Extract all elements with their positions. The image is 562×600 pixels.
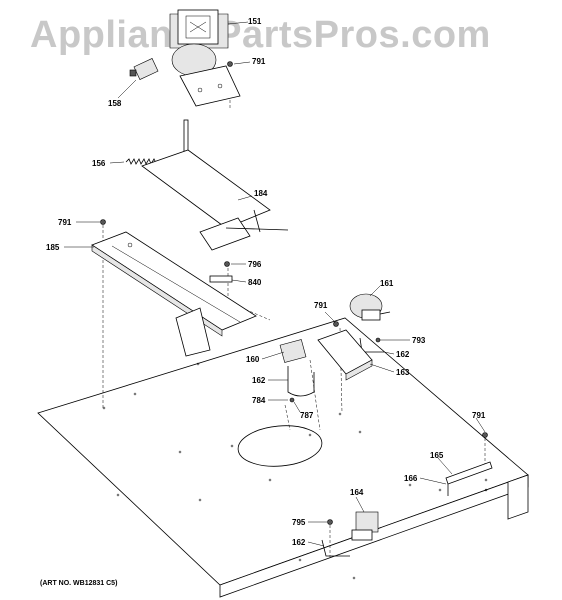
- callout-labels: 151 791 158 156 184 791 185 796 840 791 …: [46, 17, 486, 547]
- part-158: [129, 58, 159, 80]
- motor-part-151: [169, 9, 241, 107]
- watermark-logo: AppliancePartsPros.com: [30, 14, 491, 56]
- leader-lines: [64, 21, 486, 547]
- art-number: (ART NO. WB12831 C5): [40, 580, 118, 587]
- callout-151: 151: [248, 17, 262, 26]
- callout-795: 795: [292, 518, 306, 527]
- callout-162-a: 162: [396, 350, 410, 359]
- callout-165: 165: [430, 451, 444, 460]
- base-plate: [37, 317, 529, 598]
- switch-part-160: [279, 339, 307, 363]
- thermostat-part-161: [349, 293, 391, 321]
- callout-840: 840: [248, 278, 262, 287]
- callout-162-b: 162: [252, 376, 266, 385]
- thermostat-part-164: [351, 511, 379, 541]
- callout-184: 184: [254, 189, 268, 198]
- callout-164: 164: [350, 488, 364, 497]
- callout-160: 160: [246, 355, 260, 364]
- callout-784: 784: [252, 396, 266, 405]
- callout-166: 166: [404, 474, 418, 483]
- bracket-part-184: [141, 119, 289, 251]
- callout-162-c: 162: [292, 538, 306, 547]
- callout-791-d: 791: [472, 411, 486, 420]
- callout-185: 185: [46, 243, 60, 252]
- screws: [100, 61, 488, 525]
- bracket-part-185: [91, 231, 257, 357]
- callout-796: 796: [248, 260, 262, 269]
- callout-787: 787: [300, 411, 314, 420]
- bracket-part-165: [445, 461, 493, 496]
- callout-791-b: 791: [58, 218, 72, 227]
- callout-791-a: 791: [252, 57, 266, 66]
- callout-793: 793: [412, 336, 426, 345]
- callout-163: 163: [396, 368, 410, 377]
- clip-part-840: [209, 275, 233, 283]
- bracket-part-163: [317, 329, 373, 381]
- callout-161: 161: [380, 279, 394, 288]
- callout-158: 158: [108, 99, 122, 108]
- callout-791-c: 791: [314, 301, 328, 310]
- callout-156: 156: [92, 159, 106, 168]
